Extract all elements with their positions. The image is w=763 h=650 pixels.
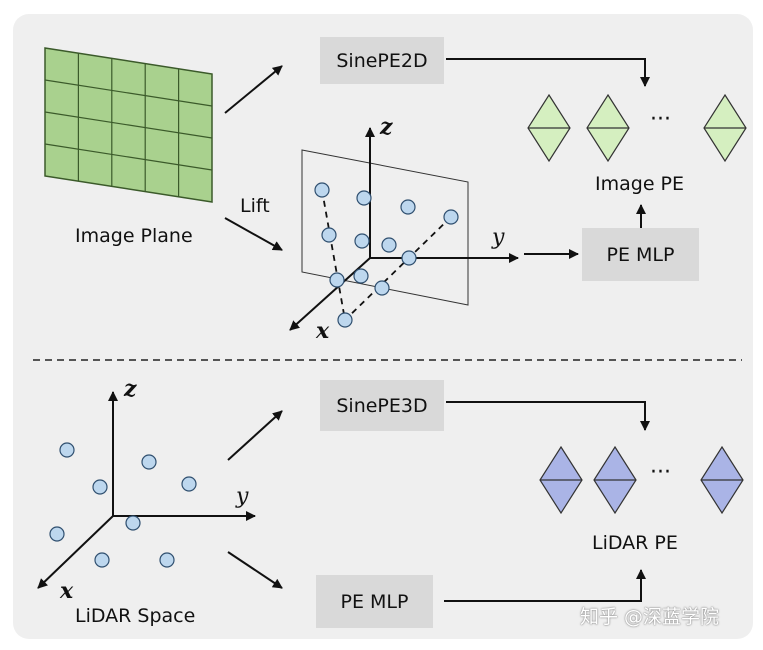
arrow-to-sinepe2d	[224, 65, 283, 114]
lift-rays	[321, 189, 452, 321]
lift-label: Lift	[240, 195, 270, 217]
lidar-pe-ellipsis: ···	[650, 460, 671, 485]
sinepe2d-box: SinePE2D	[320, 37, 444, 84]
bottom-axis-z-label: z	[124, 376, 137, 402]
lidar-points	[49, 442, 197, 568]
top-axis-z-label: z	[380, 114, 393, 140]
top-axis-x-label: x	[316, 318, 330, 344]
arrow-sinepe3d-to-tokens	[446, 401, 650, 431]
arrow-to-pe-mlp-bottom	[227, 551, 283, 589]
top-3d-axes	[289, 127, 519, 331]
watermark: 知乎 @深蓝学院	[580, 606, 720, 628]
bottom-axis-x-label: x	[60, 578, 74, 604]
sinepe3d-box: SinePE3D	[320, 380, 444, 431]
image-plane-label: Image Plane	[75, 225, 193, 247]
pe-mlp-bottom-box: PE MLP	[316, 575, 433, 628]
bottom-axis-y-label: y	[236, 484, 249, 509]
image-pe-tokens	[527, 93, 747, 163]
arrow-mlp-to-lidar-pe	[444, 569, 646, 602]
image-pe-ellipsis: ···	[650, 107, 671, 132]
lidar-pe-tokens	[539, 445, 744, 515]
bottom-3d-axes	[37, 391, 256, 589]
image-plane-grid	[44, 47, 213, 203]
image-pe-label: Image PE	[595, 173, 685, 195]
lidar-space-label: LiDAR Space	[75, 605, 196, 627]
top-axis-y-label: y	[492, 225, 505, 250]
lidar-pe-label: LiDAR PE	[592, 532, 678, 554]
arrow-lift	[224, 217, 283, 251]
lifted-points	[314, 182, 459, 328]
arrow-to-sinepe3d	[227, 410, 283, 461]
pe-mlp-top-box: PE MLP	[582, 228, 699, 281]
arrow-sinepe2d-to-tokens	[446, 58, 650, 87]
lift-plane	[301, 149, 469, 306]
